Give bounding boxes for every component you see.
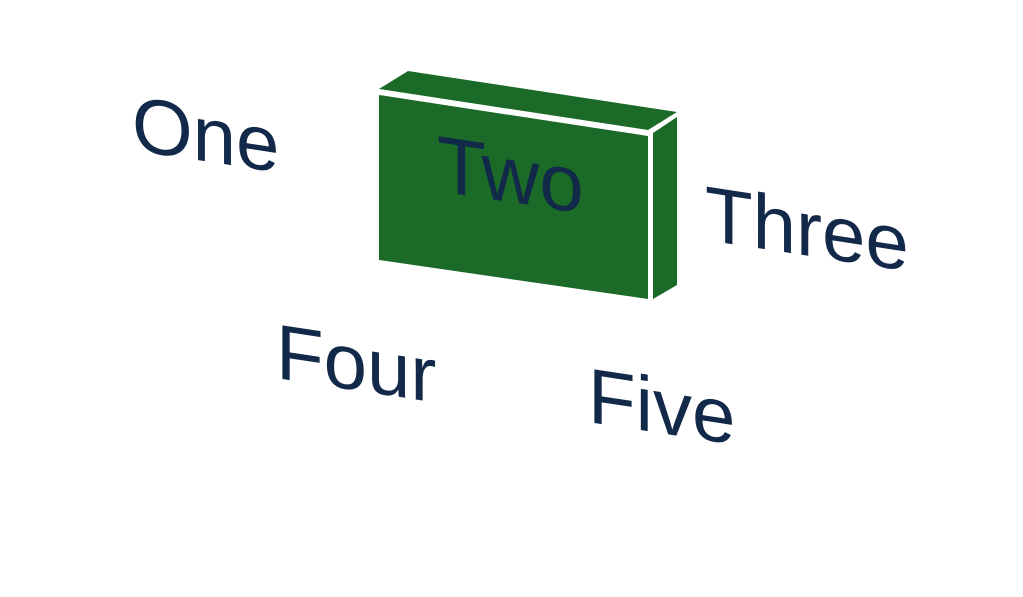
box-top-face xyxy=(379,71,677,130)
item-one[interactable]: One xyxy=(132,79,280,190)
item-five[interactable]: Five xyxy=(588,351,736,462)
item-two[interactable]: Two xyxy=(437,119,584,231)
box-right-face xyxy=(653,117,677,299)
box-front-face xyxy=(379,95,648,299)
